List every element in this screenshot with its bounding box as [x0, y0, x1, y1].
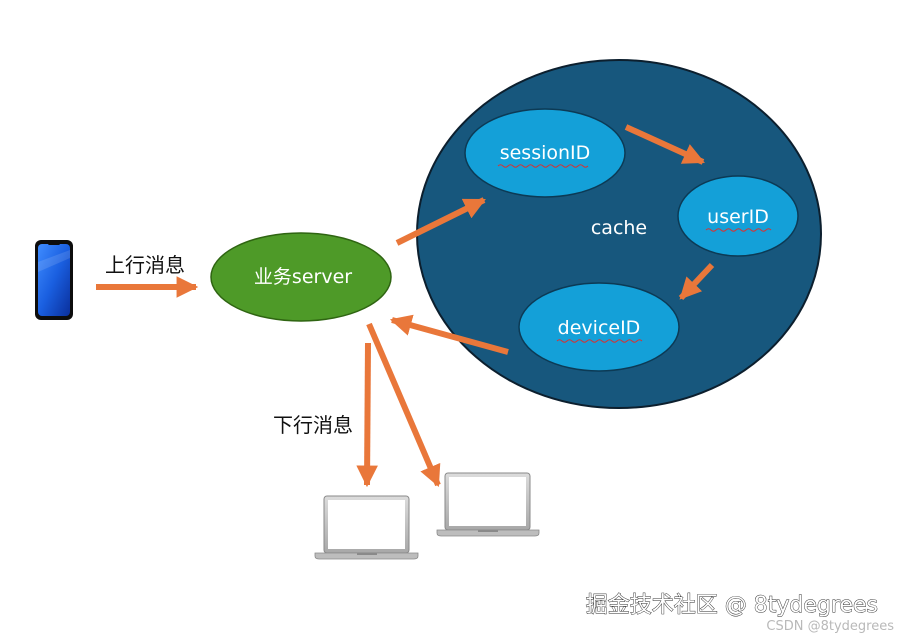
- device-id-label: deviceID: [558, 317, 641, 339]
- downlink-message-label: 下行消息: [273, 413, 353, 437]
- session-id-label: sessionID: [500, 142, 591, 164]
- uplink-message-label: 上行消息: [105, 253, 185, 277]
- server-to-laptop2-arrow: [366, 322, 441, 487]
- session-id-node: [464, 108, 626, 198]
- server-to-session-arrow: [395, 197, 486, 246]
- arrows: [96, 124, 715, 488]
- laptop-icon: [314, 495, 419, 560]
- device-to-server-arrow: [389, 314, 509, 355]
- device-id-node: [518, 282, 680, 372]
- user-id-spellcheck-underline: [705, 228, 772, 232]
- session-to-user-arrow: [624, 124, 705, 165]
- cache-label: cache: [591, 217, 647, 239]
- user-id-node: [677, 175, 799, 257]
- watermark-main: 掘金技术社区 @ 8tydegrees: [586, 593, 878, 618]
- server-to-laptop1-arrow: [356, 342, 378, 488]
- business-server-node: [210, 232, 392, 322]
- user-to-device-arrow: [678, 262, 715, 301]
- device-id-spellcheck-underline: [556, 339, 643, 343]
- watermark-sub: CSDN @8tydegrees: [766, 619, 894, 634]
- session-id-spellcheck-underline: [497, 164, 589, 168]
- smartphone-icon: [35, 240, 73, 320]
- business-server-label: 业务server: [254, 266, 352, 288]
- laptop-icon: [436, 472, 540, 537]
- user-id-label: userID: [707, 206, 769, 228]
